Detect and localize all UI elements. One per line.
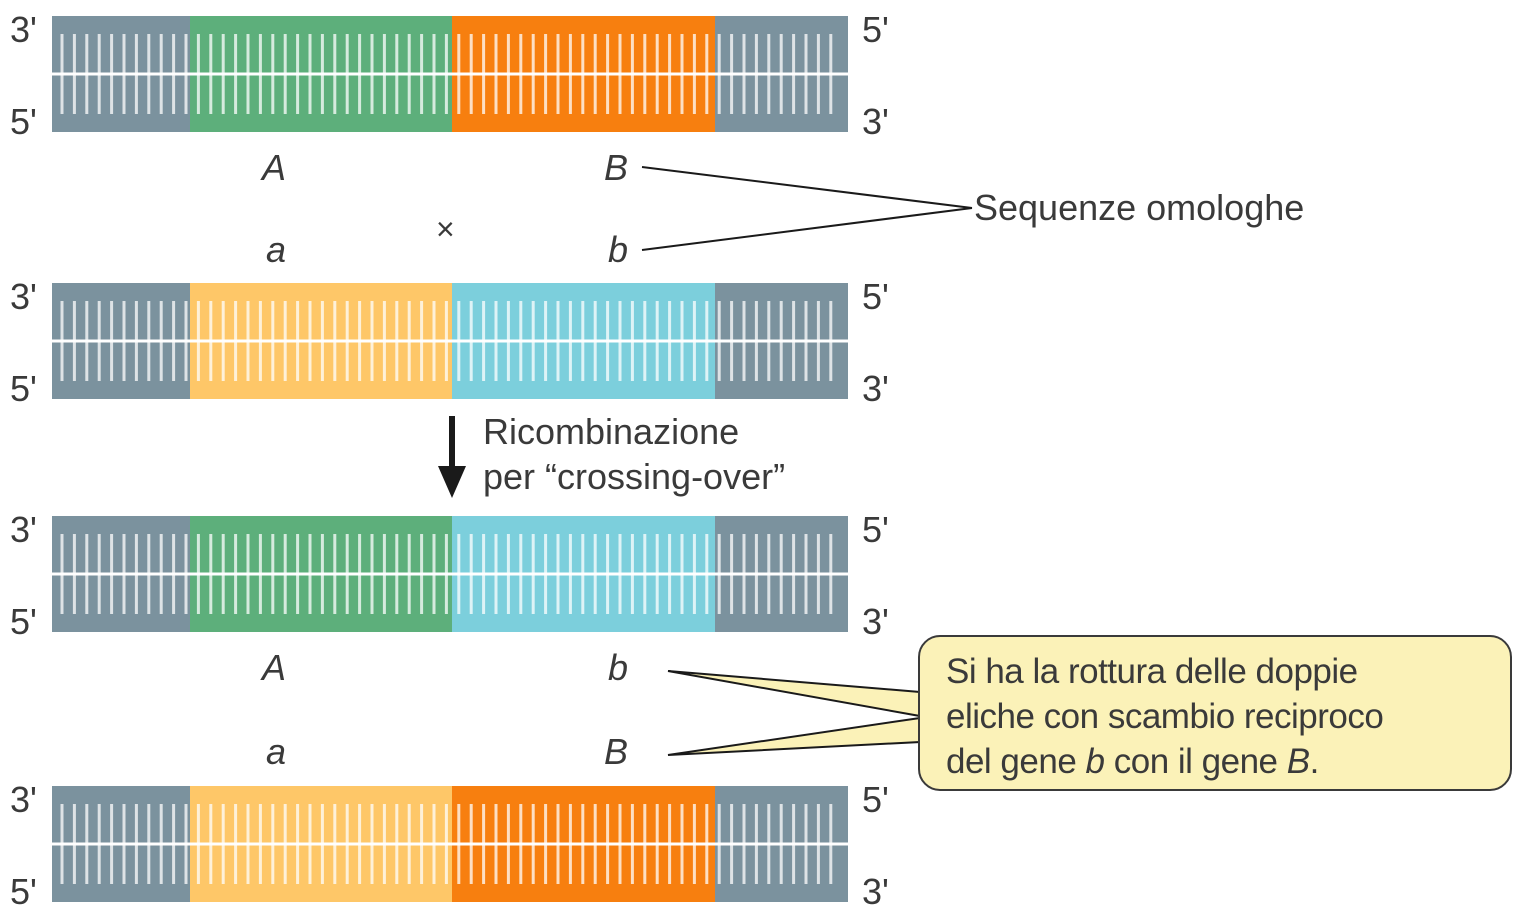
strand-3-right-top-label: 5' [862, 509, 889, 550]
dna-strand-3 [52, 516, 848, 632]
dna-strand-2 [52, 283, 848, 399]
strand-4-right-bottom-label: 3' [862, 871, 889, 910]
strand-2-right-bottom-label: 3' [862, 368, 889, 409]
strand-2-left-bottom-label: 5' [10, 368, 37, 409]
callout-line-1: Si ha la rottura delle doppie [946, 652, 1358, 691]
dna-strand-1 [52, 16, 848, 132]
callout-pointer [667, 670, 921, 756]
gene-label-b-bottom: b [608, 647, 628, 688]
homologous-sequences-label: Sequenze omologhe [974, 187, 1304, 228]
dna-strand-4 [52, 786, 848, 902]
gene-label-b-top: b [608, 229, 628, 270]
strand-3-right-bottom-label: 3' [862, 601, 889, 642]
gene-label-B-top: B [604, 147, 628, 188]
callout-line-3-post: . [1309, 742, 1320, 781]
recombination-label-line2: per “crossing-over” [483, 456, 785, 497]
callout-line-3-mid: con il gene [1104, 742, 1287, 781]
gene-label-A-top: A [260, 147, 286, 188]
homologous-pointer-lines [641, 166, 973, 251]
callout-line-3-pre: del gene [946, 742, 1086, 781]
strand-1-right-top-label: 5' [862, 9, 889, 50]
callout-line-3: del gene b con il gene B. [946, 739, 1484, 784]
callout-box: Si ha la rottura delle doppie eliche con… [918, 635, 1512, 791]
strand-2-left-top-label: 3' [10, 276, 37, 317]
strand-1-right-bottom-label: 3' [862, 101, 889, 142]
recombination-label-line1: Ricombinazione [483, 411, 739, 452]
strand-4-left-top-label: 3' [10, 779, 37, 820]
callout-gene-b: b [1085, 742, 1105, 781]
strand-3-left-top-label: 3' [10, 509, 37, 550]
strand-3-left-bottom-label: 5' [10, 601, 37, 642]
callout-gene-B: B [1286, 742, 1310, 781]
strand-4-right-top-label: 5' [862, 779, 889, 820]
strand-4-left-bottom-label: 5' [10, 871, 37, 910]
gene-label-B-bottom: B [604, 731, 628, 772]
callout-line-2: eliche con scambio reciproco [946, 697, 1384, 736]
strand-1-left-bottom-label: 5' [10, 101, 37, 142]
cross-symbol: × [436, 211, 455, 247]
recombination-arrow-icon [438, 416, 466, 498]
gene-label-a-top: a [266, 229, 286, 270]
gene-label-A-bottom: A [260, 647, 286, 688]
strand-1-left-top-label: 3' [10, 9, 37, 50]
gene-label-a-bottom: a [266, 731, 286, 772]
strand-2-right-top-label: 5' [862, 276, 889, 317]
